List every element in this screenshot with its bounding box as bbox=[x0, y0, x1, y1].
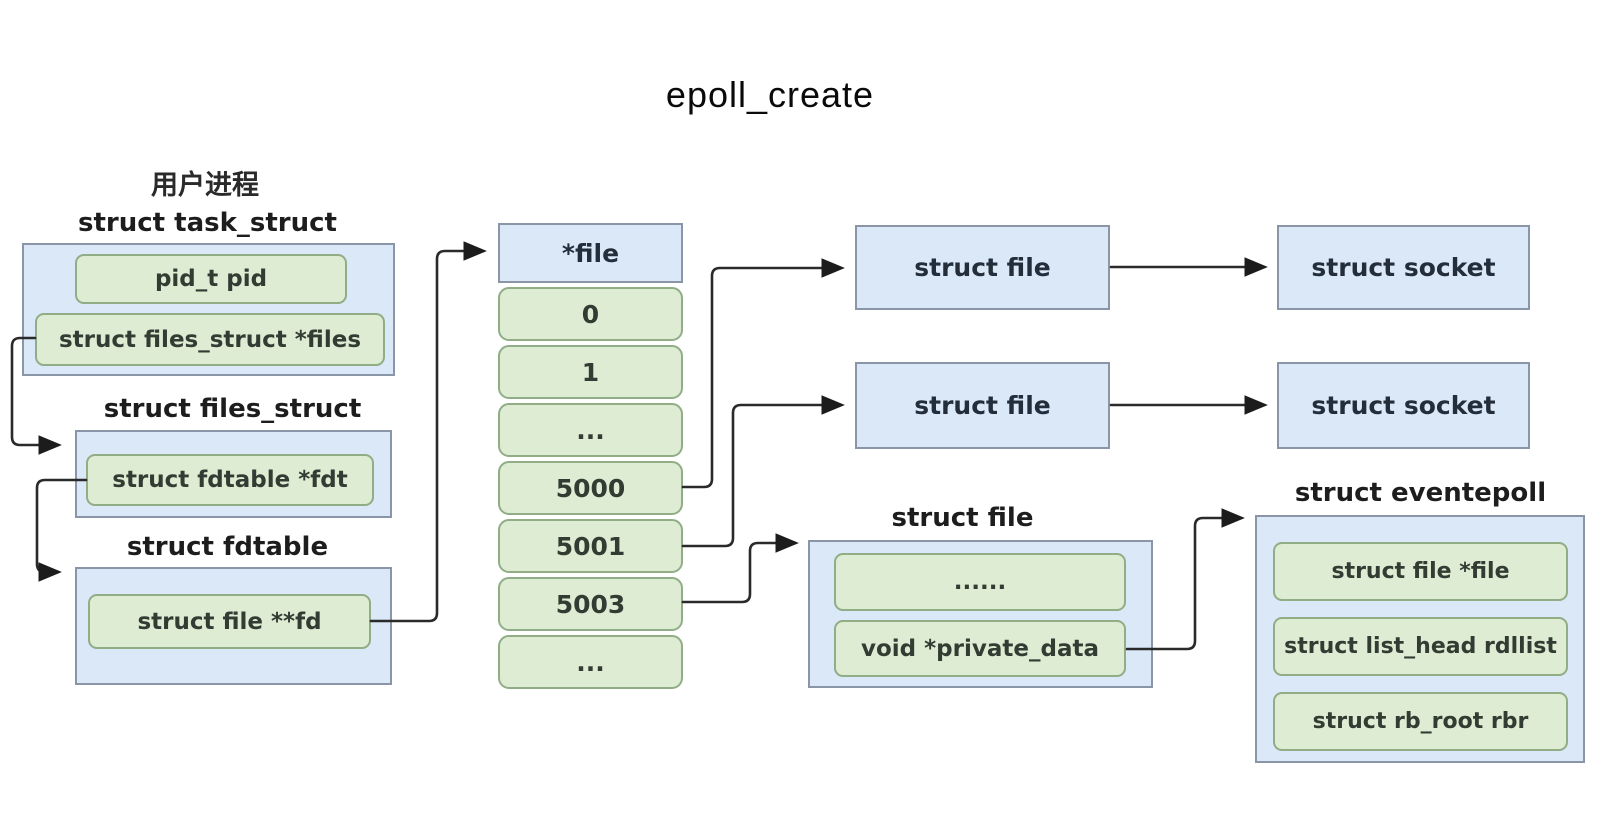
struct-socket-box-1: struct socket bbox=[1277, 225, 1530, 310]
task-struct-field-files: struct files_struct *files bbox=[35, 313, 385, 366]
private-data-text: void *private_data bbox=[861, 635, 1099, 662]
fd-cell-ellipsis-1: ... bbox=[498, 403, 683, 457]
task-struct-field-pid: pid_t pid bbox=[75, 254, 347, 304]
struct-file-1-text: struct file bbox=[914, 253, 1051, 282]
files-struct-label: struct files_struct bbox=[103, 394, 362, 424]
fd-cell-ellipsis-1-text: ... bbox=[576, 415, 605, 445]
fd-table-header-text: *file bbox=[561, 238, 620, 268]
pid-field-text: pid_t pid bbox=[154, 266, 268, 292]
eventepoll-rdllist-text: struct list_head rdllist bbox=[1284, 634, 1557, 659]
epoll-file-ellipsis-text: ...... bbox=[953, 569, 1007, 595]
eventepoll-label: struct eventepoll bbox=[1294, 478, 1547, 508]
struct-socket-2-text: struct socket bbox=[1311, 391, 1496, 420]
fd-cell-5001-text: 5001 bbox=[555, 531, 626, 561]
fd-cell-5000: 5000 bbox=[498, 461, 683, 515]
eventepoll-file-text: struct file *file bbox=[1331, 559, 1510, 584]
eventepoll-field-rdllist: struct list_head rdllist bbox=[1273, 617, 1568, 676]
user-process-label: 用户进程 bbox=[151, 170, 259, 201]
struct-file-box-2: struct file bbox=[855, 362, 1110, 449]
diagram-title: epoll_create bbox=[665, 74, 875, 115]
epoll-file-label: struct file bbox=[891, 503, 1034, 533]
struct-file-2-text: struct file bbox=[914, 391, 1051, 420]
fd-cell-5003: 5003 bbox=[498, 577, 683, 631]
struct-file-box-1: struct file bbox=[855, 225, 1110, 310]
files-struct-field-fdt: struct fdtable *fdt bbox=[86, 454, 374, 506]
fd-cell-5001: 5001 bbox=[498, 519, 683, 573]
fdtable-label: struct fdtable bbox=[126, 532, 329, 562]
fd-cell-0-text: 0 bbox=[581, 299, 600, 329]
fdt-field-text: struct fdtable *fdt bbox=[112, 467, 348, 493]
fd-cell-1: 1 bbox=[498, 345, 683, 399]
task-struct-label: struct task_struct bbox=[78, 208, 337, 238]
fdtable-field-fd: struct file **fd bbox=[88, 594, 371, 649]
epoll-file-field-private-data: void *private_data bbox=[834, 620, 1126, 677]
struct-socket-1-text: struct socket bbox=[1311, 253, 1496, 282]
eventepoll-field-rbr: struct rb_root rbr bbox=[1273, 692, 1568, 751]
arrow-5003-to-file3 bbox=[681, 533, 799, 604]
struct-socket-box-2: struct socket bbox=[1277, 362, 1530, 449]
epoll-file-field-ellipsis: ...... bbox=[834, 553, 1126, 611]
fd-cell-5000-text: 5000 bbox=[555, 473, 626, 503]
fd-table-header: *file bbox=[498, 223, 683, 283]
eventepoll-rbr-text: struct rb_root rbr bbox=[1312, 709, 1529, 734]
files-field-text: struct files_struct *files bbox=[58, 326, 362, 353]
fd-cell-ellipsis-2: ... bbox=[498, 635, 683, 689]
fd-cell-5003-text: 5003 bbox=[555, 589, 626, 619]
fd-field-text: struct file **fd bbox=[137, 608, 322, 635]
fd-cell-0: 0 bbox=[498, 287, 683, 341]
fd-cell-ellipsis-2-text: ... bbox=[576, 647, 605, 677]
eventepoll-field-file: struct file *file bbox=[1273, 542, 1568, 601]
arrow-5000-to-file1 bbox=[681, 258, 845, 489]
fd-cell-1-text: 1 bbox=[581, 357, 600, 387]
